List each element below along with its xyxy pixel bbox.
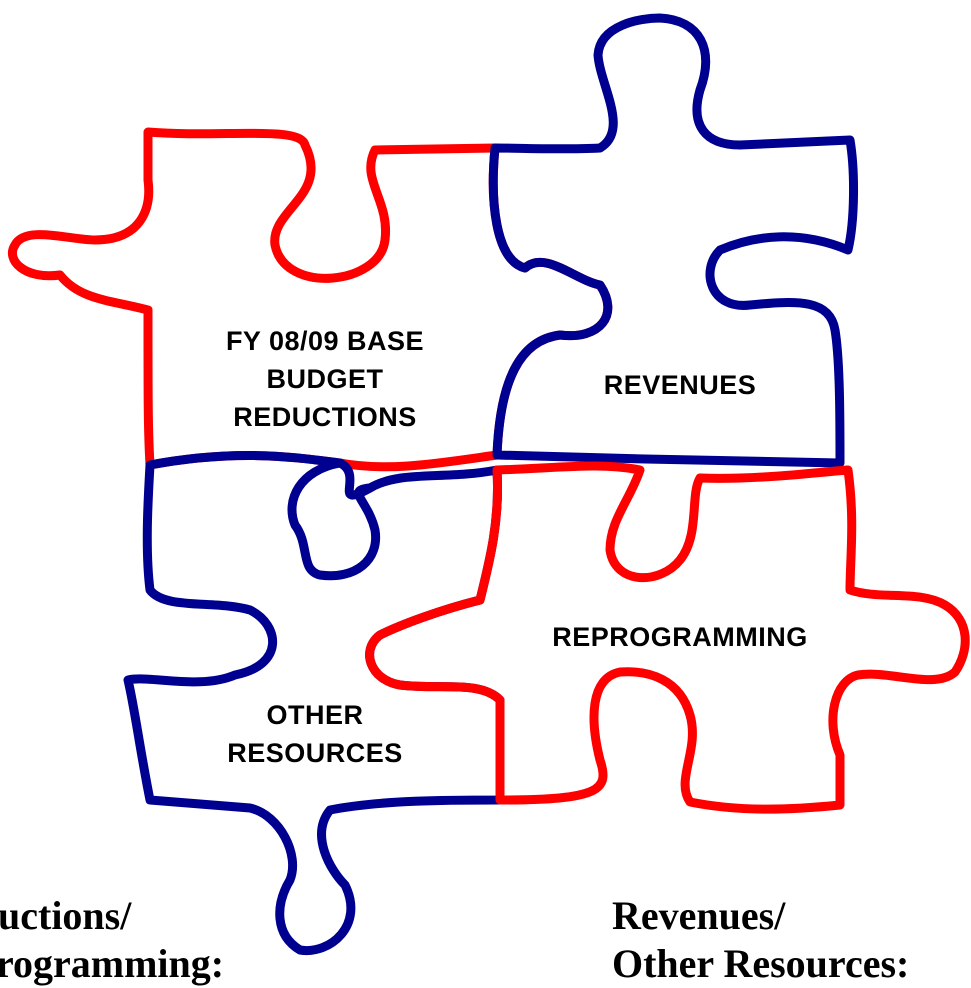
label-base-budget-line-2: BUDGET <box>266 364 384 394</box>
label-other-resources-line-2: RESOURCES <box>227 738 403 768</box>
label-base-budget: FY 08/09 BASE BUDGET REDUCTIONS <box>165 322 485 436</box>
piece-revenues-outline <box>488 13 859 468</box>
piece-base-budget-outline <box>7 127 613 472</box>
label-other-resources-line-1: OTHER <box>266 700 364 730</box>
piece-other-resources-knob <box>287 458 381 581</box>
caption-left-line-2: rogramming: <box>0 941 225 986</box>
label-reprogramming-text: REPROGRAMMING <box>552 622 808 652</box>
puzzle-diagram <box>7 13 970 956</box>
label-reprogramming: REPROGRAMMING <box>500 618 860 656</box>
piece-other-resources-outline <box>123 451 505 956</box>
caption-right-line-1: Revenues/ <box>612 893 786 938</box>
label-revenues: REVENUES <box>540 366 820 404</box>
label-base-budget-line-3: REDUCTIONS <box>233 402 417 432</box>
caption-right: Revenues/ Other Resources: <box>612 892 909 988</box>
caption-left: uctions/ rogramming: <box>0 892 224 988</box>
caption-left-line-1: uctions/ <box>0 893 132 938</box>
label-other-resources: OTHER RESOURCES <box>170 696 460 772</box>
piece-reprogramming-outline <box>365 461 970 814</box>
caption-right-line-2: Other Resources: <box>612 941 910 986</box>
label-base-budget-line-1: FY 08/09 BASE <box>225 326 425 356</box>
label-revenues-text: REVENUES <box>603 370 757 400</box>
